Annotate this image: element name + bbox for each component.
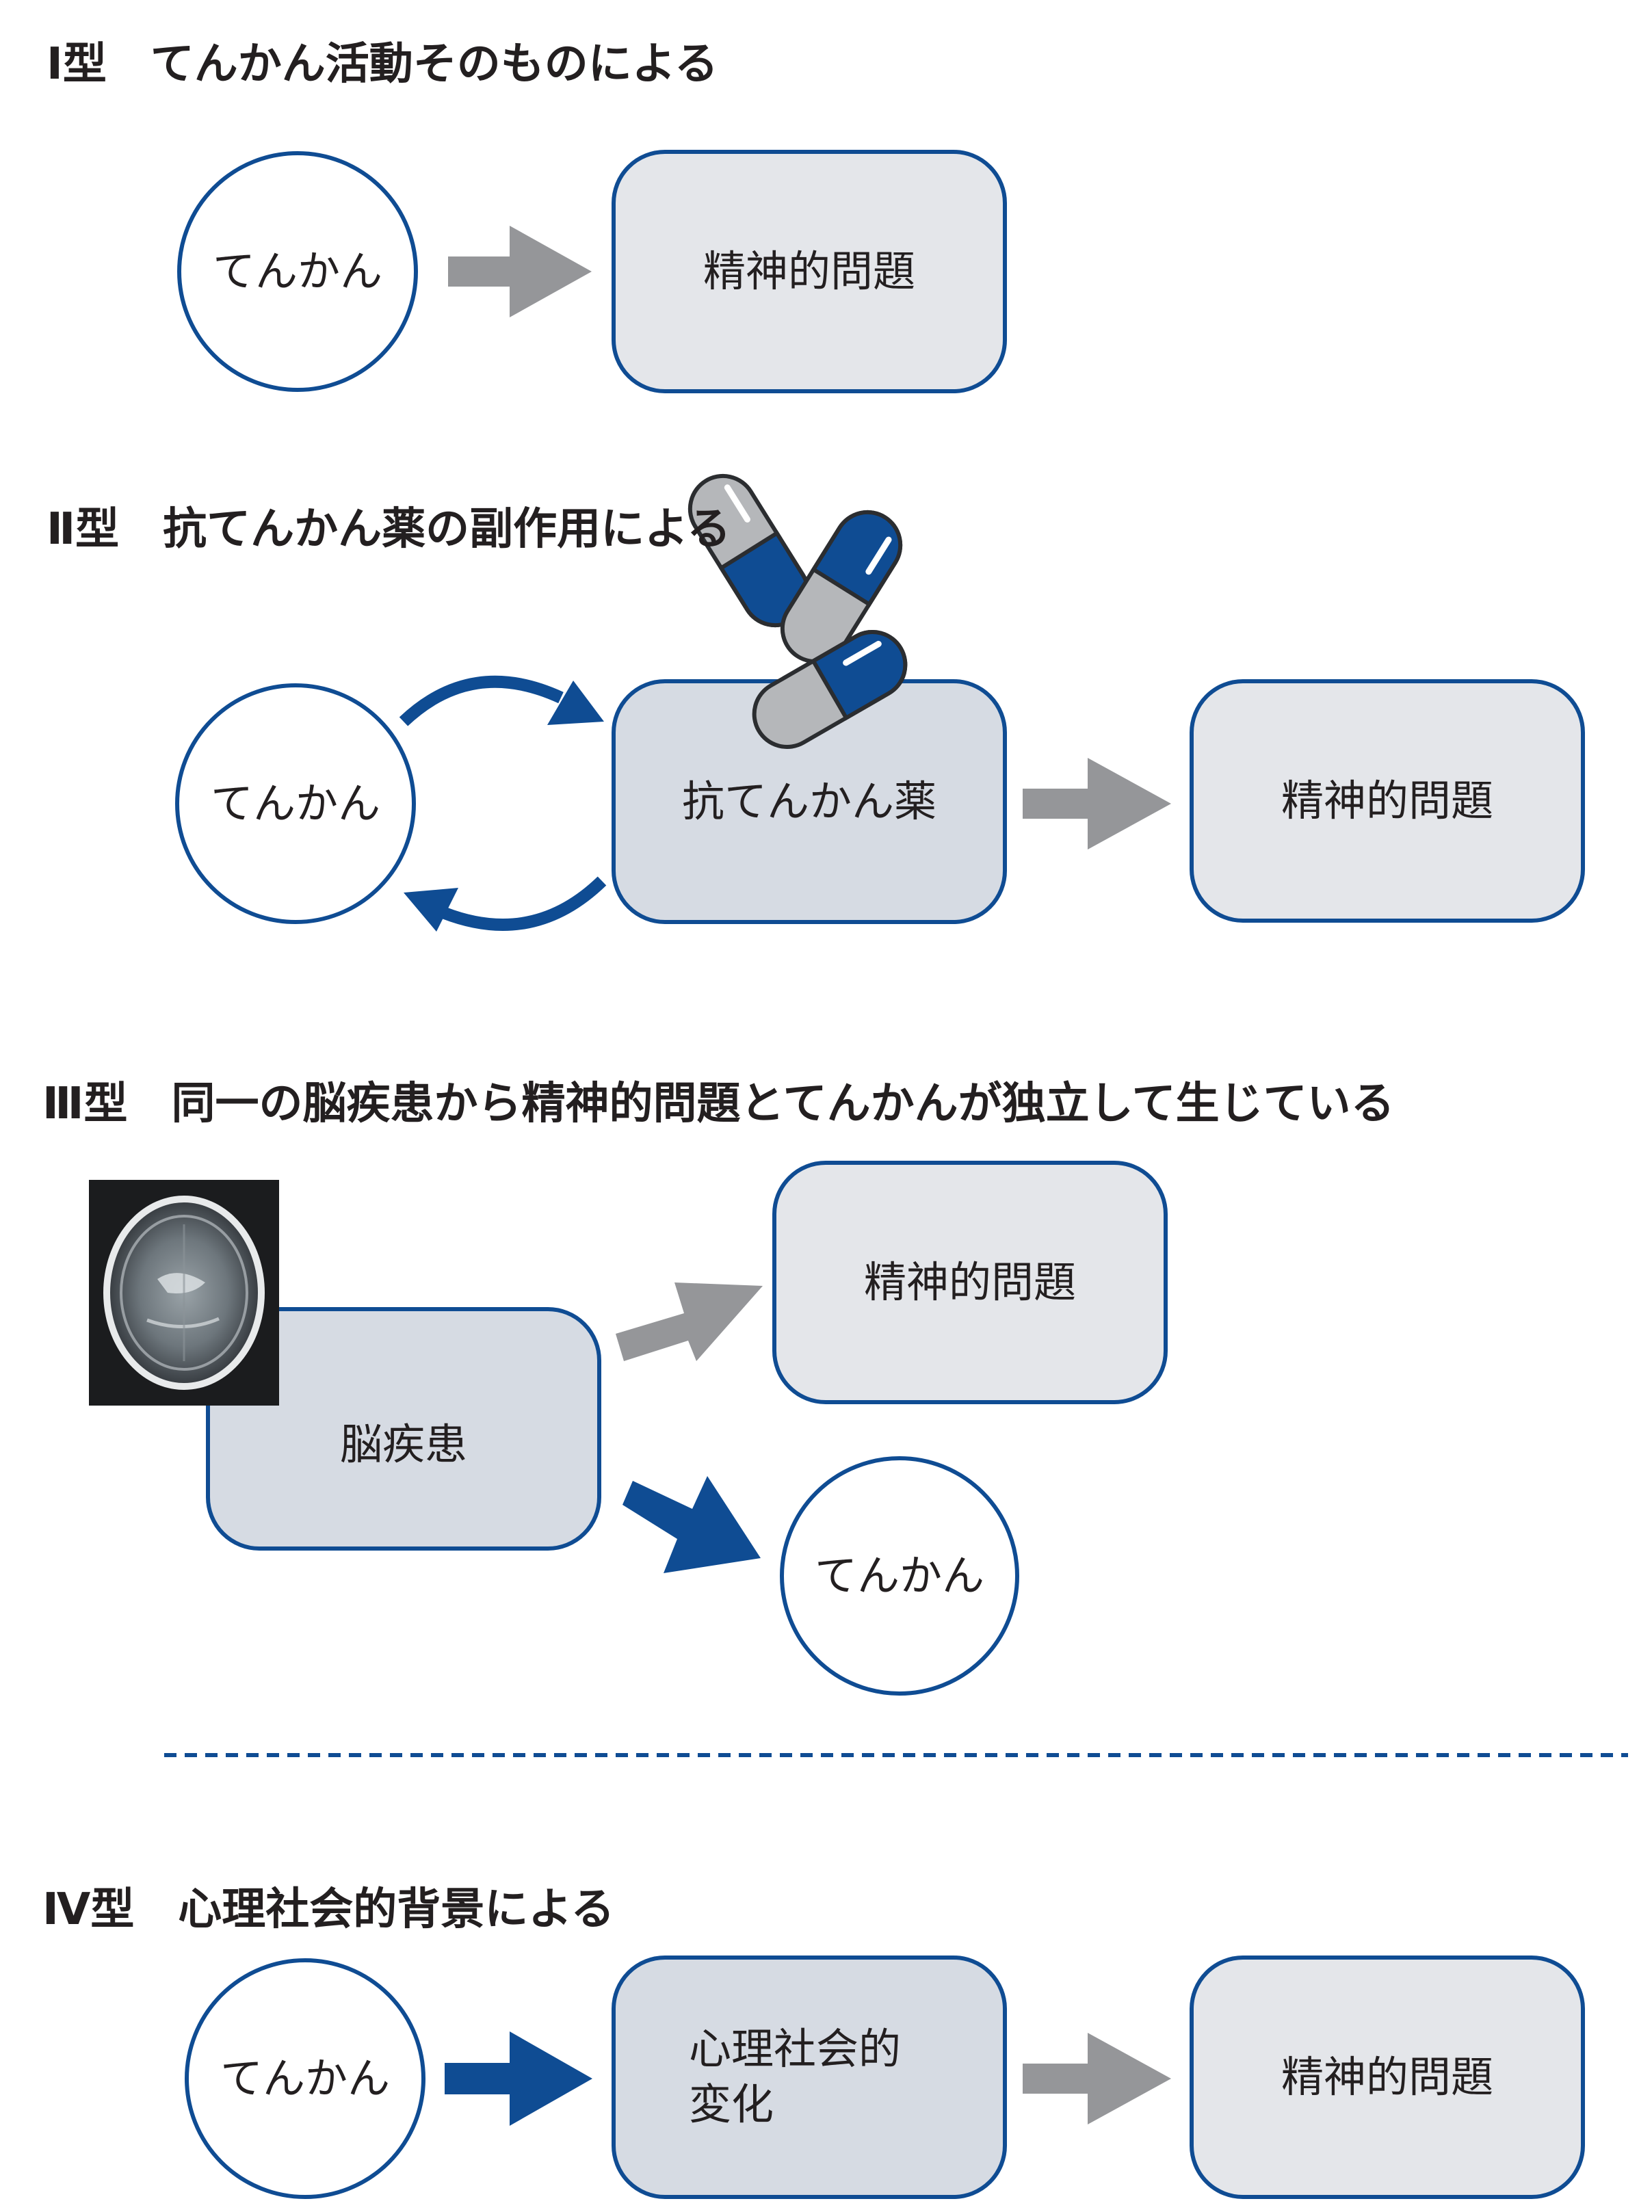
- epilepsy-label: てんかん: [212, 246, 382, 296]
- psych-problem-box: [1190, 1956, 1585, 2199]
- epilepsy-circle: [177, 151, 418, 392]
- brain-disease-box: [206, 1307, 601, 1551]
- gray-arrow: [616, 1282, 763, 1361]
- psychosocial-change-box: [612, 1956, 1007, 2199]
- epilepsy-label: てんかん: [220, 2053, 390, 2103]
- blue-arrow: [622, 1476, 761, 1573]
- cycle-arrow-top: [399, 675, 564, 726]
- epilepsy-circle: [185, 1958, 425, 2199]
- blue-arrow: [445, 2031, 592, 2126]
- brain-disease-label: 脳疾患: [339, 1419, 467, 1469]
- section-heading-type-1: Ⅰ型 てんかん活動そのものによる: [47, 39, 718, 90]
- psych-problem-box: [612, 150, 1007, 393]
- section-heading-type-3: Ⅲ型 同一の脳疾患から精神的問題とてんかんが独立して生じている: [42, 1079, 1395, 1129]
- antiepileptic-drug-label: 抗てんかん薬: [681, 776, 936, 826]
- capsule-icon: [780, 510, 903, 664]
- psych-problem-box: [772, 1161, 1168, 1404]
- gray-arrow: [1023, 758, 1171, 850]
- epilepsy-circle: [780, 1456, 1019, 1696]
- psych-problem-label: 精神的問題: [863, 1256, 1076, 1307]
- epilepsy-circle: [175, 683, 416, 924]
- brain-mri-image: [89, 1180, 279, 1406]
- capsule-icon: [752, 630, 908, 749]
- psych-problem-label: 精神的問題: [1281, 2051, 1493, 2102]
- cycle-arrow-bottom: [442, 876, 607, 931]
- cycle-arrowhead-bottom: [404, 888, 458, 932]
- psych-problem-box: [1190, 679, 1585, 923]
- section-heading-type-4: Ⅳ型 心理社会的背景による: [42, 1884, 615, 1935]
- epilepsy-label: てんかん: [814, 1550, 984, 1601]
- gray-arrow: [1023, 2033, 1171, 2124]
- gray-arrow: [448, 226, 592, 317]
- capsule-icon: [687, 473, 811, 628]
- epilepsy-label: てんかん: [210, 778, 380, 828]
- psychosocial-change-label: 心理社会的 変化: [689, 2024, 902, 2129]
- psych-problem-label: 精神的問題: [1281, 775, 1493, 826]
- cycle-arrowhead-top: [547, 681, 604, 725]
- psych-problem-label: 精神的問題: [703, 246, 915, 296]
- section-heading-type-2: Ⅱ型 抗てんかん薬の副作用による: [47, 504, 731, 555]
